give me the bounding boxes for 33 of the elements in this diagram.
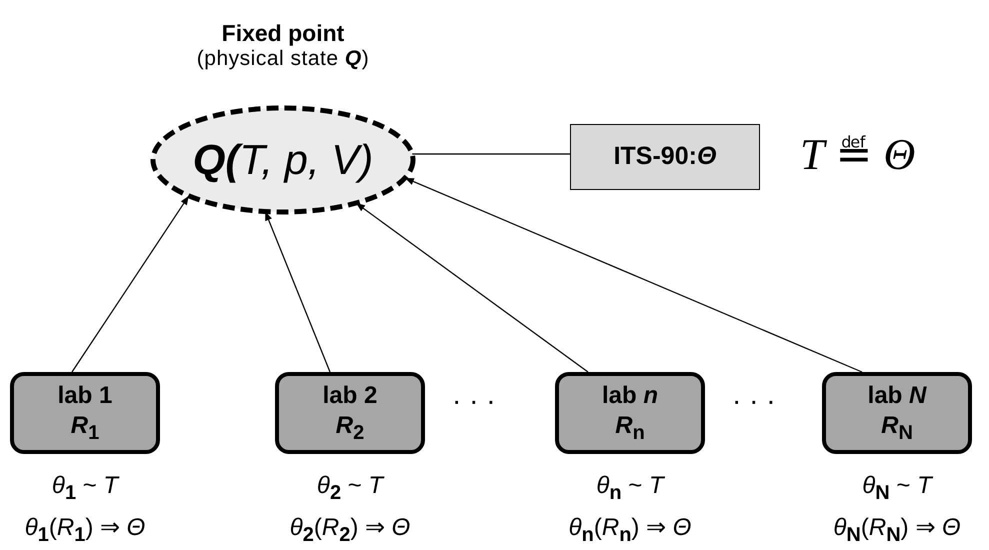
lab-box [555,372,705,454]
lab-box [10,372,160,454]
ellipsis: · · · [452,385,496,417]
reading-symbol: R$_{N}$ [881,410,913,446]
relation-formula: θ$_{1}$ ~ T [52,472,118,505]
lab-name: lab n [602,380,658,411]
relation-formula: θ$_{n}$ ~ T [596,472,664,505]
node-subheading: (physical state Q) [196,47,370,71]
definition-equation: T ≝ Θ [800,129,916,180]
lab-box [822,372,972,454]
arrow [264,211,331,372]
arrow [72,196,190,372]
relation-formula: θ$_{2}$ ~ T [316,472,384,505]
relation-formula: θ$_{n}$(R$_{n}$) ⇒ Θ [568,513,692,547]
lab-name: lab N [868,380,926,411]
relation-formula: θ$_{1}$(R$_{1}$) ⇒ Θ [24,513,146,547]
relation-formula: θ$_{N}$ ~ T [862,472,932,505]
relation-formula: θ$_{2}$(R$_{2}$) ⇒ Θ [290,513,410,547]
scale-box [570,124,760,190]
arrow [404,177,862,373]
state-formula: Q(T, p, V) [192,136,374,184]
reading-symbol: R$_{n}$ [615,410,645,446]
lab-name: lab 1 [58,380,112,411]
reading-symbol: R$_{2}$ [336,410,364,446]
ellipsis: · · · [732,385,776,417]
arrow [356,202,588,372]
lab-name: lab 2 [322,380,378,411]
relation-formula: θ$_{N}$(R$_{N}$) ⇒ Θ [833,513,961,547]
lab-box [275,372,425,454]
scale-label: ITS-90:Θ [614,141,716,172]
node-heading: Fixed point [220,20,346,47]
connector-line [412,153,570,155]
reading-symbol: R$_{1}$ [70,410,100,446]
